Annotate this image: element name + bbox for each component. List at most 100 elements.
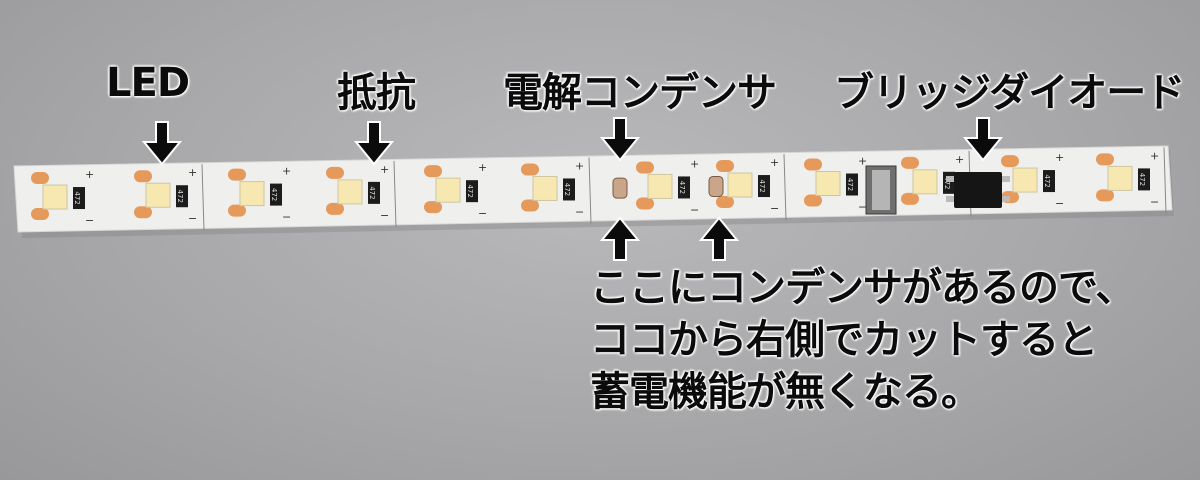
resistor-code: 472 <box>943 176 951 189</box>
led-chip <box>337 179 363 205</box>
solder-pad <box>326 202 344 215</box>
led-chip <box>912 169 938 195</box>
led-chip <box>727 172 753 198</box>
solder-pad <box>1001 155 1019 168</box>
solder-pad <box>134 170 152 183</box>
label-bridge-diode: ブリッジダイオード <box>834 70 1185 116</box>
solder-pad <box>804 194 822 207</box>
plus-mark: + <box>85 168 94 181</box>
resistor-code: 472 <box>368 186 376 199</box>
resistor-chip <box>176 185 188 208</box>
solder-pad <box>521 163 539 176</box>
plus-mark: + <box>188 166 197 179</box>
resistor-code: 472 <box>466 184 474 197</box>
capacitor-chip <box>612 177 628 199</box>
minus-mark: − <box>380 209 389 222</box>
minus-mark: − <box>282 211 291 224</box>
resistor-chip <box>563 178 575 201</box>
solder-pad <box>901 192 919 205</box>
cut-line <box>201 164 205 231</box>
led-chip <box>532 175 558 201</box>
note-line-2: ココから右側でカットすると <box>590 317 1098 363</box>
solder-pad <box>901 156 919 169</box>
resistor-code: 472 <box>758 179 766 192</box>
resistor-code: 472 <box>73 191 81 204</box>
solder-pad <box>1096 189 1114 202</box>
arrow-down-resistor-icon <box>353 121 395 166</box>
label-led: LED <box>106 60 190 106</box>
led-chip <box>42 184 68 210</box>
resistor-chip <box>368 181 380 204</box>
cut-line <box>588 157 592 224</box>
strip-segments: 472 + − 472 + − 472 + − 472 + − 472 + − 472 + − 472 + − 472 + −… <box>31 147 1167 231</box>
solder-pad <box>326 166 344 179</box>
plus-mark: + <box>575 159 584 172</box>
led-chip <box>1012 167 1038 193</box>
solder-pad <box>31 208 49 221</box>
minus-mark: − <box>188 212 197 225</box>
arrow-down-capacitor-icon <box>599 117 641 162</box>
resistor-chip <box>758 175 770 198</box>
arrow-up-left-icon <box>599 216 641 261</box>
plus-mark: + <box>282 165 291 178</box>
cut-line <box>1163 147 1167 214</box>
solder-pad <box>716 160 734 173</box>
minus-mark: − <box>770 202 779 215</box>
plus-mark: + <box>1150 149 1159 162</box>
solder-pad <box>424 165 442 178</box>
solder-pad <box>804 158 822 171</box>
minus-mark: − <box>1055 197 1064 210</box>
resistor-chip <box>678 176 690 199</box>
arrow-up-right-icon <box>698 216 740 261</box>
led-chip <box>145 182 171 208</box>
resistor-code: 472 <box>563 183 571 196</box>
cut-line <box>783 154 787 221</box>
capacitor-chip <box>708 175 724 197</box>
plus-mark: + <box>858 155 867 168</box>
solder-pad <box>424 201 442 214</box>
bridge-diode-component <box>946 172 1010 208</box>
minus-mark: − <box>1150 195 1159 208</box>
label-capacitor: 電解コンデンサ <box>503 70 777 116</box>
plus-mark: + <box>478 161 487 174</box>
solder-pad <box>1096 153 1114 166</box>
solder-pad <box>636 161 654 174</box>
minus-mark: − <box>858 201 867 214</box>
arrow-down-led-icon <box>141 121 183 166</box>
plus-mark: + <box>380 163 389 176</box>
solder-pad <box>228 204 246 217</box>
resistor-chip <box>1138 168 1150 191</box>
minus-mark: − <box>690 203 699 216</box>
solder-pad <box>636 197 654 210</box>
minus-mark: − <box>85 214 94 227</box>
slide-switch-component <box>865 165 897 215</box>
minus-mark: − <box>575 205 584 218</box>
resistor-chip <box>1043 170 1055 193</box>
arrow-down-bridge-diode-icon <box>962 117 1004 162</box>
led-chip <box>435 177 461 203</box>
resistor-code: 472 <box>678 181 686 194</box>
led-chip <box>239 181 265 207</box>
solder-pad <box>716 196 734 209</box>
led-chip <box>815 171 841 197</box>
resistor-code: 472 <box>1138 173 1146 186</box>
resistor-code: 472 <box>1043 174 1051 187</box>
cut-line <box>393 160 397 227</box>
solder-pad <box>31 172 49 185</box>
minus-mark: − <box>478 207 487 220</box>
led-chip <box>647 173 673 199</box>
plus-mark: + <box>955 153 964 166</box>
solder-pad <box>228 168 246 181</box>
led-chip <box>1107 165 1133 191</box>
note-line-3: 蓄電機能が無くなる。 <box>590 369 981 415</box>
resistor-chip <box>73 187 85 210</box>
resistor-chip <box>846 173 858 196</box>
plus-mark: + <box>690 157 699 170</box>
plus-mark: + <box>1055 151 1064 164</box>
label-resistor: 抵抗 <box>337 70 416 116</box>
solder-pad <box>134 206 152 219</box>
resistor-code: 472 <box>270 188 278 201</box>
plus-mark: + <box>770 156 779 169</box>
solder-pad <box>521 199 539 212</box>
